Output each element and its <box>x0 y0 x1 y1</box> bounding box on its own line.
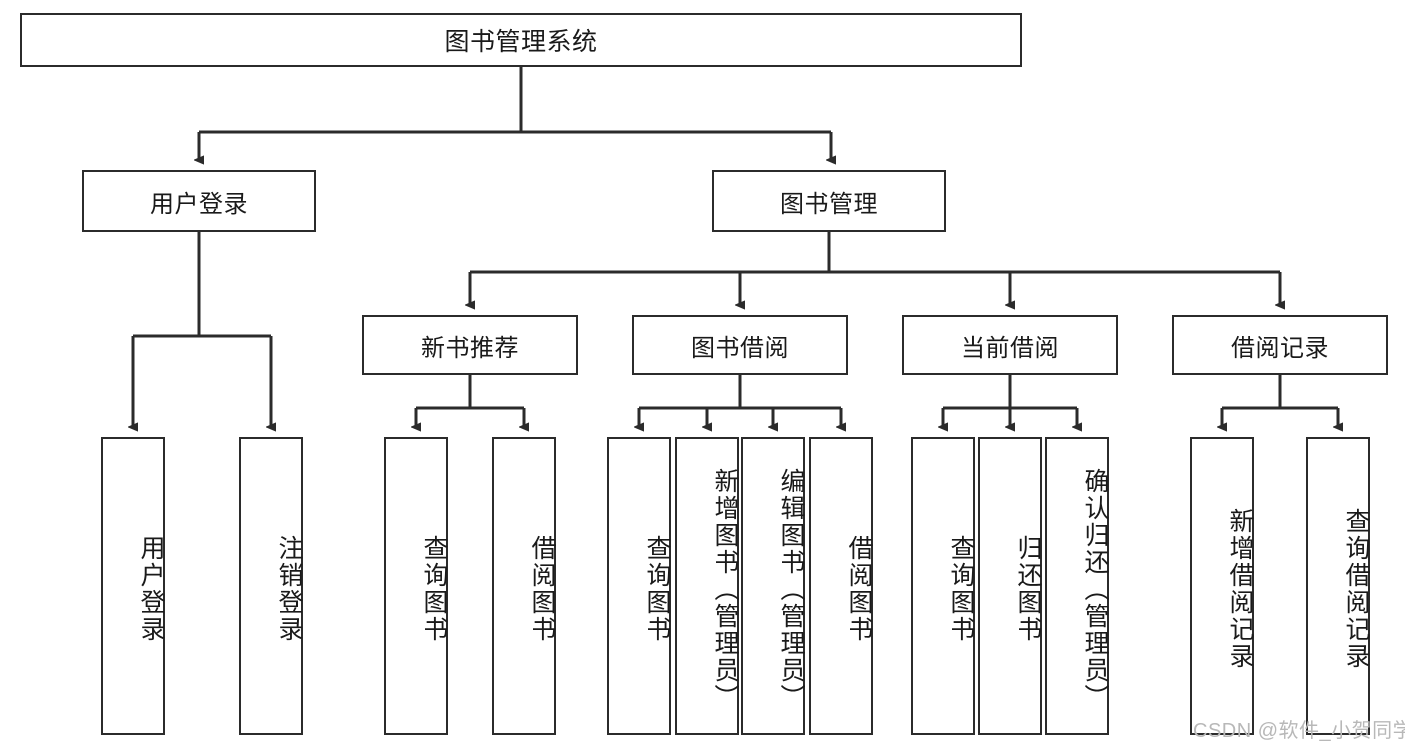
node-label: 编辑图书（管理员） <box>777 467 805 711</box>
node-borrow-record[interactable]: 借阅记录 <box>1172 315 1388 375</box>
node-current-borrow[interactable]: 当前借阅 <box>902 315 1118 375</box>
leaf-edit-book-admin[interactable]: 编辑图书（管理员） <box>741 437 805 735</box>
leaf-add-book-admin[interactable]: 新增图书（管理员） <box>675 437 739 735</box>
node-label: 图书借阅 <box>691 334 789 362</box>
node-label: 归还图书 <box>1014 535 1042 643</box>
node-label: 新增借阅记录 <box>1226 508 1254 670</box>
node-label: 查询图书 <box>420 535 448 643</box>
node-label: 新书推荐 <box>421 334 519 362</box>
leaf-logout[interactable]: 注销登录 <box>239 437 303 735</box>
node-label: 新增图书（管理员） <box>711 467 739 711</box>
leaf-query-book-current[interactable]: 查询图书 <box>911 437 975 735</box>
leaf-borrow-book-new[interactable]: 借阅图书 <box>492 437 556 735</box>
leaf-query-book-borrow[interactable]: 查询图书 <box>607 437 671 735</box>
node-label: 图书管理 <box>780 190 878 218</box>
node-new-book-recommend[interactable]: 新书推荐 <box>362 315 578 375</box>
node-label: 注销登录 <box>275 535 303 643</box>
leaf-user-login[interactable]: 用户登录 <box>101 437 165 735</box>
leaf-query-book-new[interactable]: 查询图书 <box>384 437 448 735</box>
node-label: 用户登录 <box>137 535 165 643</box>
leaf-borrow-book[interactable]: 借阅图书 <box>809 437 873 735</box>
leaf-confirm-return-admin[interactable]: 确认归还（管理员） <box>1045 437 1109 735</box>
leaf-return-book[interactable]: 归还图书 <box>978 437 1042 735</box>
node-label: 借阅图书 <box>528 535 556 643</box>
watermark-text: CSDN @软件_小贺同学 <box>1193 720 1405 742</box>
leaf-add-borrow-record[interactable]: 新增借阅记录 <box>1190 437 1254 735</box>
node-root-system[interactable]: 图书管理系统 <box>20 13 1022 67</box>
node-label: 确认归还（管理员） <box>1081 467 1109 711</box>
node-label: 查询借阅记录 <box>1342 508 1370 670</box>
node-label: 查询图书 <box>643 535 671 643</box>
node-label: 用户登录 <box>150 190 248 218</box>
node-book-borrow[interactable]: 图书借阅 <box>632 315 848 375</box>
node-label: 图书管理系统 <box>444 28 598 56</box>
node-label: 借阅记录 <box>1231 334 1329 362</box>
node-user-login[interactable]: 用户登录 <box>82 170 316 232</box>
node-book-management[interactable]: 图书管理 <box>712 170 946 232</box>
node-label: 当前借阅 <box>961 334 1059 362</box>
node-label: 借阅图书 <box>845 535 873 643</box>
leaf-query-borrow-record[interactable]: 查询借阅记录 <box>1306 437 1370 735</box>
node-label: 查询图书 <box>947 535 975 643</box>
